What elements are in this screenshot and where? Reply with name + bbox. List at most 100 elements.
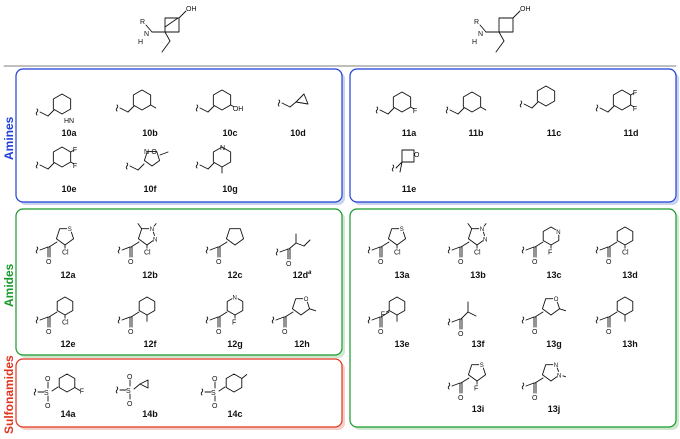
compound-10c: 10c (222, 128, 238, 138)
struct-14b: SO O (115, 374, 149, 408)
atom-label: F (381, 312, 385, 319)
atom-label: Cl (62, 249, 69, 256)
struct-10g: N (195, 145, 232, 174)
atom-label: F (413, 108, 417, 115)
atom-label: Cl (622, 249, 629, 256)
compound-14c: 14c (227, 409, 243, 419)
compound-10d: 10d (290, 128, 306, 138)
struct-13c: OFN (521, 226, 562, 266)
atom-label: F (73, 147, 77, 154)
struct-13d: O Cl (595, 226, 634, 266)
compound-13h: 13h (622, 339, 638, 349)
struct-13i: OFS (447, 361, 487, 402)
atom-label: O (378, 329, 384, 336)
atom-label: O (532, 395, 538, 402)
scaffold-right-r: R (474, 19, 479, 26)
compound-13e: 13e (394, 339, 410, 349)
section-label-amines: Amines (2, 116, 16, 160)
atom-label: O (458, 331, 464, 338)
compound-10g: 10g (222, 184, 238, 194)
sulfonamides-box (15, 358, 343, 428)
struct-12e: OCl (35, 296, 74, 336)
atom-label: F (633, 106, 637, 113)
atom-label: O (532, 329, 538, 336)
scaffold-left-oh: OH (186, 6, 197, 13)
amines-right-box (349, 68, 677, 203)
atom-label: S (211, 390, 216, 397)
atom-label: O (216, 259, 222, 266)
struct-11d: FF (595, 89, 637, 113)
struct-13a: O Cl S (367, 225, 407, 266)
struct-14c: SO O (200, 373, 248, 410)
scaffold-right: R N H OH (472, 6, 531, 53)
struct-13g: OO (521, 295, 567, 336)
atom-label: F (633, 90, 637, 97)
scaffold-left-r: R (140, 19, 145, 26)
atom-label: O (606, 259, 612, 266)
atom-label: O (458, 259, 464, 266)
atom-label: O (606, 329, 612, 336)
scaffold-left-h: H (138, 39, 143, 46)
struct-10a: HN (35, 93, 74, 125)
compound-14b: 14b (142, 409, 158, 419)
atom-label: O (304, 297, 309, 303)
struct-11b (445, 91, 487, 115)
compound-13g: 13g (546, 339, 562, 349)
compound-12h: 12h (294, 339, 310, 349)
atom-label: O (46, 259, 52, 266)
atom-label: N (556, 230, 560, 236)
atom-label: S (126, 388, 131, 395)
struct-13j: O NN (521, 361, 567, 402)
atom-label: O (554, 297, 559, 303)
atom-label: S (400, 227, 404, 233)
atom-label: O (532, 259, 538, 266)
atom-label: N (233, 296, 237, 302)
atom-label: N (557, 373, 561, 379)
atom-label: O (127, 374, 133, 381)
atom-label: O (127, 401, 133, 408)
section-label-amides: Amides (2, 263, 16, 307)
compound-11b: 11b (468, 128, 484, 138)
compound-13c: 13c (546, 270, 562, 280)
atom-label: O (45, 403, 51, 410)
atom-label: S (44, 390, 49, 397)
atom-label: O (128, 259, 134, 266)
atom-label: O (212, 403, 218, 410)
atom-label: F (232, 319, 236, 326)
atom-label: N (554, 363, 558, 369)
atom-label: N (220, 145, 225, 152)
atom-label: O (216, 329, 222, 336)
struct-12c: O (205, 228, 245, 266)
atom-label: O (378, 259, 384, 266)
atom-label: N-O (144, 149, 157, 156)
struct-10b (115, 89, 157, 113)
atom-label: S (480, 363, 484, 369)
scaffold-left: R N H OH (138, 6, 197, 53)
atom-label: Cl (394, 249, 401, 256)
struct-12f: O (117, 296, 156, 336)
atom-label: N (483, 237, 487, 243)
compound-13f: 13f (471, 339, 485, 349)
atom-label: OH (233, 106, 244, 113)
section-label-sulfonamides: Sulfonamides (2, 355, 16, 434)
scaffold-left-n: N (144, 31, 149, 38)
atom-label: O (282, 329, 288, 336)
atom-label: O (212, 376, 218, 383)
compound-10e: 10e (61, 184, 77, 194)
struct-10e: FF (35, 146, 77, 170)
compound-12c: 12c (227, 270, 243, 280)
amides-left-box (15, 208, 343, 356)
atom-label: F (73, 163, 77, 170)
atom-label: O (286, 261, 292, 268)
compound-13b: 13b (470, 270, 486, 280)
atom-label: O (128, 329, 134, 336)
compound-12f: 12f (143, 339, 157, 349)
compound-11e: 11e (401, 184, 417, 194)
amines-left-box (15, 68, 343, 203)
atom-label: Cl (144, 249, 151, 256)
compound-13j: 13j (547, 404, 561, 414)
compound-12d-footnote: a (308, 270, 312, 276)
atom-label: HN (64, 118, 74, 125)
struct-11c (519, 85, 556, 109)
